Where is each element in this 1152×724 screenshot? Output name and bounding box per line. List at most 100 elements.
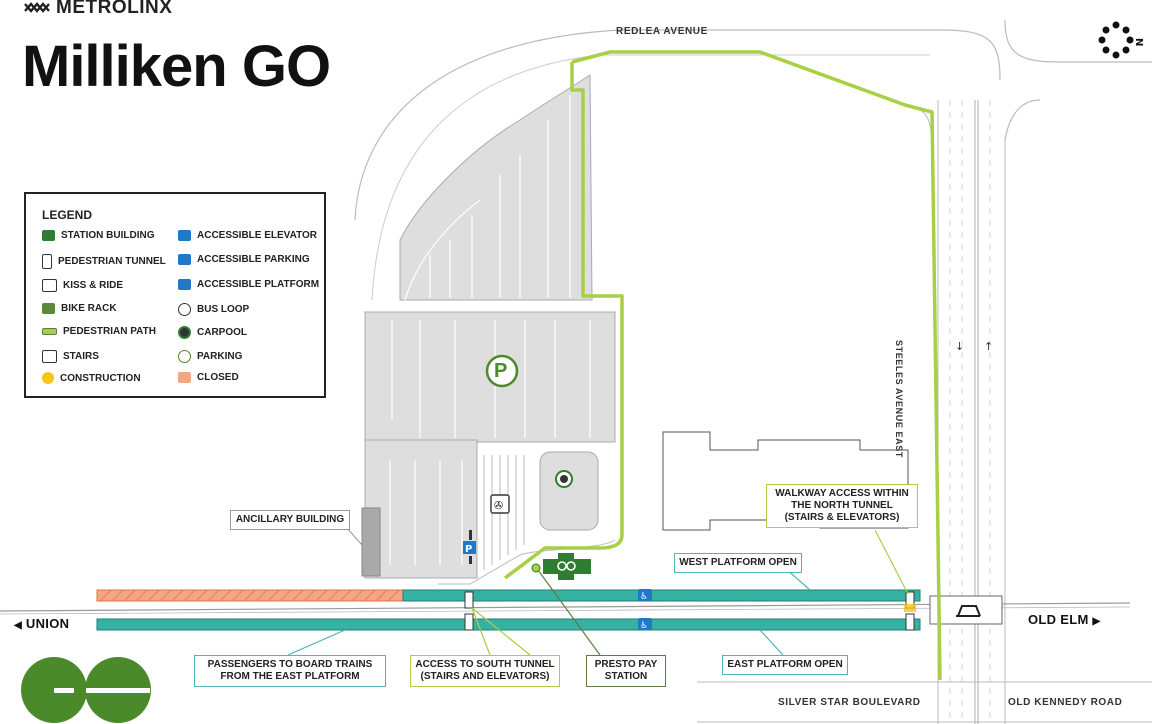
parking-lot [399,74,593,301]
callout-walkway-access: WALKWAY ACCESS WITHIN THE NORTH TUNNEL (… [766,484,918,528]
carpool-icon [178,326,191,339]
direction-label-left: UNION [25,616,70,631]
northeast-corner-curb [1004,19,1152,63]
callout-west-platform: WEST PLATFORM OPEN [674,553,802,573]
legend-label: PARKING [197,351,243,362]
construction-marker [904,604,916,612]
legend-item-stairs: STAIRS [42,350,99,363]
page-title: Milliken GO [22,34,331,99]
north-arrow-icon: N [1098,21,1144,59]
south-tunnel-leader [471,607,531,656]
brand-name: METROLINX [56,0,173,18]
svg-text:✇: ✇ [494,499,503,512]
direction-union: ◀ UNION [14,616,69,631]
legend-label: ACCESSIBLE PLATFORM [197,279,320,290]
legend-label: KISS & RIDE [63,280,124,291]
legend-item-kiss-ride: KISS & RIDE [42,279,123,292]
legend-item-bike-rack: BIKE RACK [42,303,117,314]
parking-lot [364,439,478,579]
stairs-marker [469,556,472,564]
direction-label-right: OLD ELM [1028,612,1089,627]
legend-item-accessible-parking: ACCESSIBLE PARKING [178,254,310,265]
station-building-icon [42,230,55,241]
legend-item-closed: CLOSED [178,372,239,383]
steeles-arrow-down-icon: ↓ [955,340,964,353]
legend-label: BIKE RACK [61,303,117,314]
parking-label: P [494,360,508,382]
walkway-leader [874,529,909,595]
legend-title: LEGEND [42,208,93,222]
callout-south-tunnel: ACCESS TO SOUTH TUNNEL (STAIRS AND ELEVA… [410,655,560,687]
construction-icon [42,372,54,384]
east-upper-curb [1004,99,1041,141]
parking-lot [539,451,599,531]
right-arrow-icon: ▶ [1092,616,1101,627]
svg-text:P: P [465,544,472,555]
pedestrian-path-icon [42,328,57,335]
accessible-parking-icon [463,541,476,554]
pedestrian-path-route [571,50,942,681]
callout-ancillary-building: ANCILLARY BUILDING [230,510,350,530]
legend-item-bus-loop: BUS LOOP [178,303,249,316]
legend-item-construction: CONSTRUCTION [42,372,141,384]
parking-icon [178,350,191,363]
legend-label: PEDESTRIAN PATH [63,326,156,337]
legend-item-carpool: CARPOOL [178,326,247,339]
legend-item-pedestrian-path: PEDESTRIAN PATH [42,326,156,337]
legend-item-accessible-elevator: ACCESSIBLE ELEVATOR [178,230,317,241]
closed-hatch [99,589,400,602]
closed-icon [178,372,191,383]
ancillary-building [361,507,381,577]
accessible-platform-icon [178,279,191,290]
accessible-platform-icon [638,589,652,601]
callout-east-platform: EAST PLATFORM OPEN [722,655,848,675]
legend-item-parking: PARKING [178,350,242,363]
legend-item-pedestrian-tunnel: PEDESTRIAN TUNNEL [42,254,166,269]
bike-rack-icon [42,303,55,314]
west-lot-curb [919,109,933,151]
bus-loop-icon [178,303,191,316]
direction-old-elm: OLD ELM ▶ [1028,612,1101,627]
steeles-bridge [929,595,1003,625]
callout-passengers-east-platform: PASSENGERS TO BOARD TRAINS FROM THE EAST… [194,655,386,687]
legend-label: STAIRS [63,351,99,362]
accessible-parking-icon [178,254,191,265]
legend-label: PEDESTRIAN TUNNEL [58,256,166,267]
west-platform [402,589,921,602]
street-redlea: REDLEA AVENUE [616,26,708,37]
street-silver-star: SILVER STAR BOULEVARD [778,697,921,708]
south-tunnel-leader [471,607,491,656]
east-platform [96,618,921,631]
steeles-arrow-up-icon: ↑ [984,340,993,353]
accessible-elevator-icon [178,230,191,241]
redlea-avenue-road-inner [371,54,930,301]
svg-text:♿: ♿ [640,592,648,602]
bridge-icon [956,605,981,617]
street-old-kennedy: OLD KENNEDY ROAD [1008,697,1123,708]
legend-label: CLOSED [197,372,239,383]
adjacent-building-outline [662,431,909,531]
svg-text:N: N [1133,38,1144,46]
kiss-ride-icon [42,279,57,292]
legend-label: STATION BUILDING [61,230,155,241]
metrolinx-logo-icon [24,2,50,13]
legend: LEGEND STATION BUILDING PEDESTRIAN TUNNE… [24,192,326,398]
svg-text:♿: ♿ [640,621,648,631]
legend-label: CARPOOL [197,327,247,338]
kiss-ride-icon [490,494,510,514]
parking-icon [485,354,519,388]
stairs-icon [42,350,57,363]
east-platform-leader [759,629,784,656]
redlea-avenue-road [354,29,1001,221]
passengers-leader [287,629,346,656]
pedestrian-path-route [503,62,624,580]
metrolinx-brand: METROLINX [24,0,172,19]
pedestrian-tunnel-icon [464,613,474,631]
accessible-platform-icon [638,618,652,630]
pedestrian-tunnel-icon [464,591,474,609]
legend-label: CONSTRUCTION [60,372,141,384]
go-logo [21,657,151,723]
callout-presto-pay: PRESTO PAY STATION [586,655,666,687]
legend-label: ACCESSIBLE ELEVATOR [197,230,318,241]
